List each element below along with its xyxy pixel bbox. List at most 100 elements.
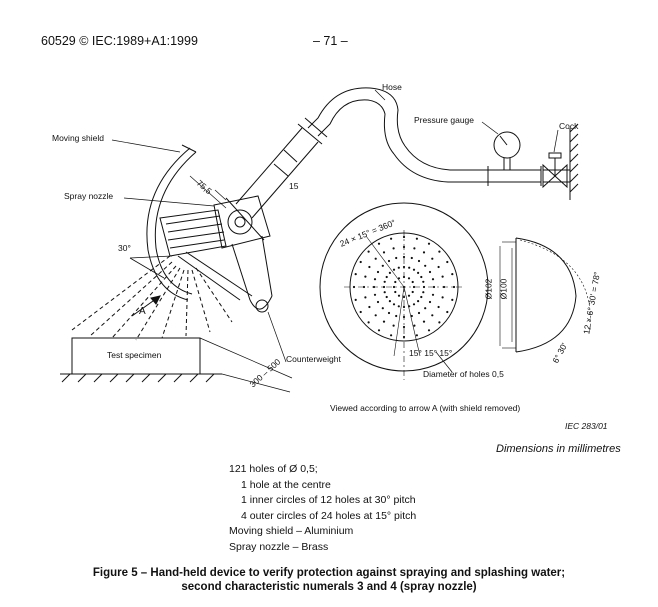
- spray-hole: [368, 265, 371, 269]
- spray-hole: [422, 251, 426, 254]
- spray-hole: [402, 255, 406, 259]
- note-line: Spray nozzle – Brass: [229, 540, 329, 553]
- spray-hole: [402, 275, 406, 279]
- spray-hole: [397, 266, 400, 269]
- spray-hole: [417, 271, 420, 274]
- spray-hole: [431, 278, 435, 281]
- spray-hole: [420, 295, 423, 299]
- nozzle-side-profile: [499, 237, 591, 353]
- spray-hole: [446, 310, 449, 314]
- spray-hole: [431, 314, 434, 317]
- spray-hole: [431, 293, 435, 296]
- spray-hole: [451, 273, 454, 276]
- spray-hole: [441, 275, 444, 278]
- spray-hole: [431, 257, 434, 260]
- label-iec-ref: IEC 283/01: [565, 421, 608, 431]
- spray-hole: [367, 321, 370, 324]
- standard-reference: 60529 © IEC:1989+A1:1999: [41, 34, 198, 48]
- label-spray-nozzle: Spray nozzle: [64, 191, 114, 201]
- dim-15-15-15: 15° 15° 15°: [409, 348, 453, 358]
- figure-caption-line-1: Figure 5 – Hand-held device to verify pr…: [92, 567, 566, 579]
- spray-hole: [377, 242, 381, 245]
- spray-hole: [432, 285, 436, 289]
- spray-hole: [388, 300, 391, 303]
- spray-hole: [382, 320, 386, 323]
- label-pressure-gauge: Pressure gauge: [414, 115, 475, 125]
- spray-hole: [446, 260, 449, 264]
- spray-hole: [397, 277, 401, 280]
- spray-hole: [387, 259, 391, 263]
- spray-hole: [452, 285, 456, 289]
- spray-hole: [383, 291, 386, 294]
- note-line: Moving shield – Aluminium: [229, 525, 354, 537]
- spray-hole: [374, 314, 377, 317]
- spray-hole: [402, 235, 406, 239]
- spray-hole: [402, 295, 406, 299]
- spray-holes: [352, 235, 456, 339]
- spray-hole: [377, 329, 381, 332]
- spray-hole: [417, 300, 420, 303]
- spray-hole: [354, 273, 357, 276]
- spray-hole: [428, 300, 432, 304]
- note-line: 121 holes of Ø 0,5;: [229, 463, 318, 475]
- spray-hole: [451, 298, 454, 301]
- spray-hole: [437, 305, 440, 309]
- spray-hole: [413, 247, 416, 250]
- spray-hole: [408, 305, 411, 308]
- spray-hole: [402, 265, 406, 269]
- dim-d102: Ø102: [483, 278, 494, 300]
- spray-hole: [428, 270, 432, 274]
- spray-hole: [412, 285, 416, 289]
- spray-hole: [441, 296, 444, 299]
- spray-hole: [410, 314, 413, 318]
- spray-hole: [438, 321, 441, 324]
- spray-hole: [376, 270, 380, 274]
- hose: [297, 87, 406, 155]
- spray-hole: [422, 291, 425, 294]
- spray-hole: [385, 275, 388, 279]
- spray-hole: [420, 275, 423, 279]
- spray-hole: [385, 295, 388, 299]
- spray-hole: [381, 264, 384, 267]
- spray-hole: [402, 245, 406, 249]
- spray-hole: [373, 278, 377, 281]
- cock-valve: [540, 152, 570, 189]
- spray-hole: [394, 290, 397, 294]
- spray-hole: [382, 251, 386, 254]
- spray-hole: [395, 256, 398, 260]
- spray-hole: [407, 294, 411, 297]
- label-arrow-a: A: [139, 306, 146, 317]
- spray-hole: [382, 285, 386, 289]
- spray-hole: [354, 298, 357, 301]
- spray-hole: [383, 280, 386, 283]
- shield-plate: [159, 209, 253, 301]
- label-viewed-note: Viewed according to arrow A (with shield…: [330, 403, 521, 413]
- spray-hole: [364, 275, 367, 278]
- spray-hole: [390, 237, 393, 240]
- spray-hole: [438, 250, 441, 253]
- spray-hole: [417, 259, 421, 263]
- spray-hole: [422, 280, 425, 283]
- note-line: 1 hole at the centre: [241, 478, 331, 491]
- page-number: – 71 –: [313, 34, 348, 48]
- spray-hole: [412, 268, 416, 271]
- spray-hole: [359, 310, 362, 314]
- spray-hole: [359, 260, 362, 264]
- spray-hole: [374, 257, 377, 260]
- spray-hole: [417, 311, 421, 315]
- spray-hole: [352, 285, 356, 289]
- spray-lines: [71, 255, 233, 341]
- spray-hole: [392, 324, 395, 327]
- spray-hole: [392, 268, 396, 271]
- spray-hole: [415, 237, 418, 240]
- spray-hole: [415, 334, 418, 337]
- label-counterweight: Counterweight: [286, 354, 341, 364]
- spray-hole: [402, 335, 406, 339]
- spray-hole: [427, 242, 431, 245]
- label-hose: Hose: [382, 82, 402, 92]
- spray-hole: [402, 285, 406, 289]
- spray-hole: [392, 285, 396, 289]
- spray-hole: [392, 303, 396, 306]
- spray-hole: [381, 307, 384, 310]
